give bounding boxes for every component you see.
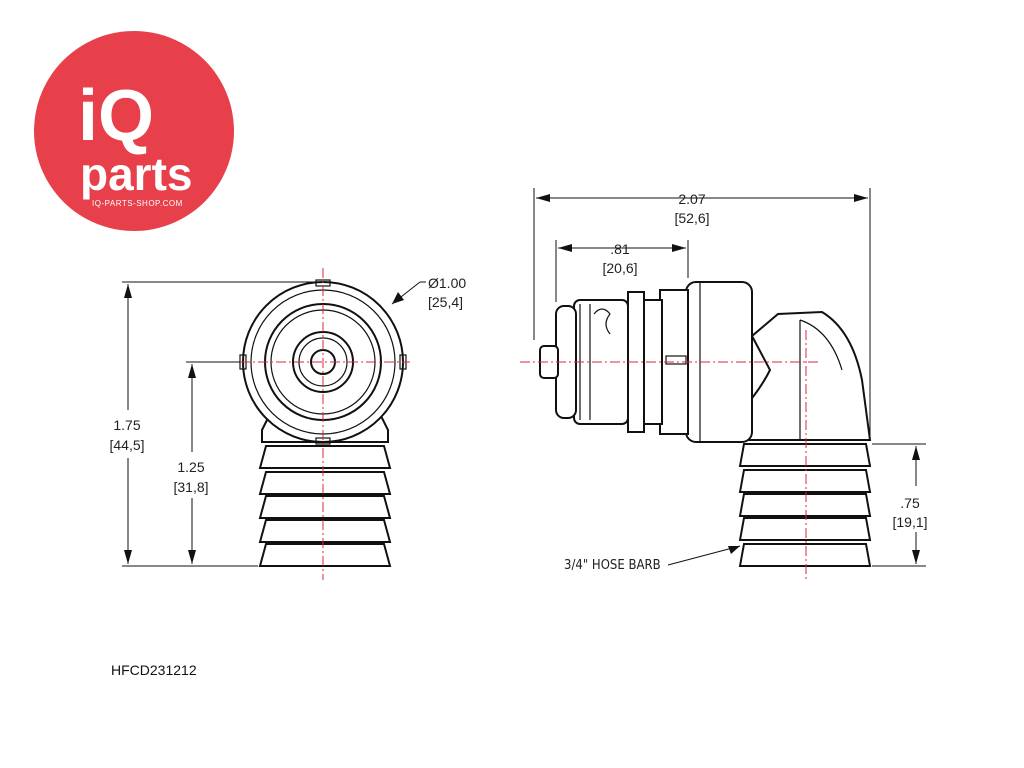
dim-length-coupling-imperial: .81 bbox=[610, 241, 630, 257]
logo-parts: parts bbox=[80, 148, 192, 200]
iq-parts-logo: iQ parts IQ-PARTS-SHOP.COM bbox=[34, 31, 234, 231]
dim-diameter-imperial: Ø1.00 bbox=[428, 275, 466, 291]
side-view: 2.07 [52,6] .81 [20,6] .75 [19,1] 3/4" H… bbox=[520, 188, 938, 582]
dim-length-coupling-metric: [20,6] bbox=[602, 260, 637, 276]
hose-barb-label: 3/4" HOSE BARB bbox=[564, 558, 661, 573]
dim-height-center-imperial: 1.25 bbox=[177, 459, 204, 475]
front-hose-barb bbox=[258, 409, 392, 567]
logo-url: IQ-PARTS-SHOP.COM bbox=[92, 199, 183, 208]
dim-height-center-metric: [31,8] bbox=[173, 479, 208, 495]
front-view: 1.75 [44,5] 1.25 [31,8] Ø1.00 [25,4] bbox=[103, 268, 466, 580]
dim-height-total-imperial: 1.75 bbox=[113, 417, 140, 433]
side-hose-barb bbox=[738, 443, 872, 567]
part-number: HFCD231212 bbox=[111, 662, 197, 678]
dim-diameter-metric: [25,4] bbox=[428, 294, 463, 310]
dim-barb-height-imperial: .75 bbox=[900, 495, 920, 511]
logo-iq: iQ bbox=[78, 76, 154, 156]
dim-length-total-imperial: 2.07 bbox=[678, 191, 705, 207]
logo-circle bbox=[34, 31, 234, 231]
dim-height-total-metric: [44,5] bbox=[109, 437, 144, 453]
dim-length-total-metric: [52,6] bbox=[674, 210, 709, 226]
dim-barb-height-metric: [19,1] bbox=[892, 514, 927, 530]
